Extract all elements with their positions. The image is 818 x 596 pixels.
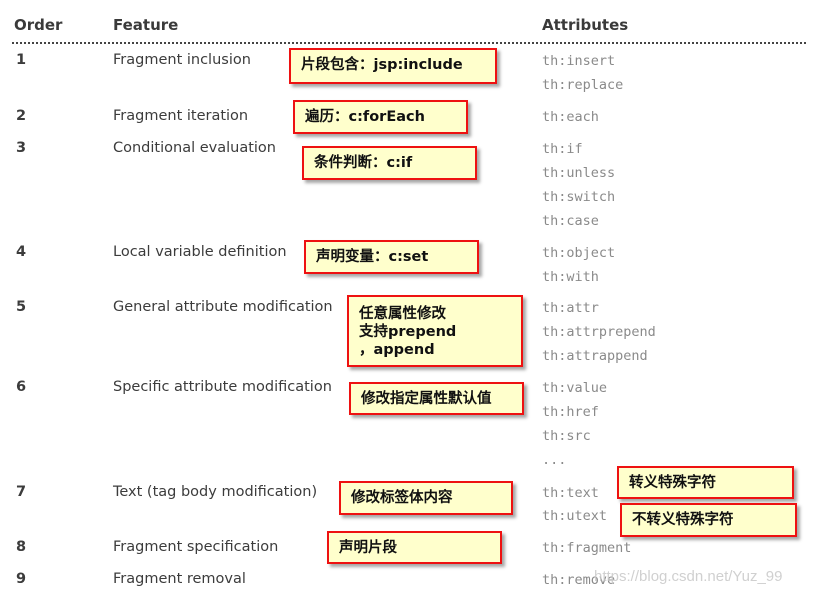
row-order: 8 xyxy=(16,539,27,555)
row-order: 1 xyxy=(16,52,27,68)
row-order: 2 xyxy=(16,108,27,124)
row-attribute: th:remove xyxy=(542,572,616,588)
row-attribute: th:replace xyxy=(542,77,624,93)
row-feature: Conditional evaluation xyxy=(113,140,276,156)
row-feature: Fragment iteration xyxy=(113,108,249,124)
row-order: 5 xyxy=(16,299,27,315)
annotation-line: ，append xyxy=(359,342,435,358)
row-attribute: th:unless xyxy=(542,165,616,181)
row-feature: Specific attribute modification xyxy=(113,379,332,395)
row-attribute: th:if xyxy=(542,141,583,157)
row-attribute: th:case xyxy=(542,213,599,229)
row-feature: Fragment specification xyxy=(113,539,279,555)
header-attributes: Attributes xyxy=(542,16,629,34)
row-attribute: th:attrappend xyxy=(542,348,648,364)
annotation-text-body: 修改标签体内容 xyxy=(339,481,513,515)
watermark: https://blog.csdn.net/Yuz_99 xyxy=(594,568,783,585)
row-feature: Local variable definition xyxy=(113,244,287,260)
annotation-line: 任意属性修改 xyxy=(359,306,446,322)
annotation-fragment-spec: 声明片段 xyxy=(327,531,502,564)
row-attribute: th:value xyxy=(542,380,608,396)
row-attribute: th:each xyxy=(542,109,599,125)
header-order: Order xyxy=(14,16,63,34)
row-attribute: th:href xyxy=(542,404,599,420)
row-attribute: ... xyxy=(542,452,567,468)
annotation-conditional: 条件判断：c:if xyxy=(302,146,477,180)
row-attribute: th:with xyxy=(542,269,599,285)
row-feature: Fragment inclusion xyxy=(113,52,251,68)
row-feature: Text (tag body modification) xyxy=(113,484,318,500)
row-order: 4 xyxy=(16,244,27,260)
header-divider xyxy=(12,42,806,44)
row-feature: Fragment removal xyxy=(113,571,246,587)
annotation-local-variable: 声明变量：c:set xyxy=(304,240,479,274)
row-attribute: th:attrprepend xyxy=(542,324,656,340)
annotation-unescape-chars: 不转义特殊字符 xyxy=(620,503,797,537)
row-attribute: th:switch xyxy=(542,189,616,205)
annotation-line: 支持prepend xyxy=(359,324,457,340)
row-attribute: th:insert xyxy=(542,53,616,69)
row-attribute: th:object xyxy=(542,245,616,261)
annotation-escape-chars: 转义特殊字符 xyxy=(617,466,794,499)
row-attribute: th:src xyxy=(542,428,591,444)
row-order: 3 xyxy=(16,140,27,156)
annotation-specific-attribute: 修改指定属性默认值 xyxy=(349,382,524,415)
row-order: 7 xyxy=(16,484,27,500)
row-attribute: th:utext xyxy=(542,508,608,524)
row-order: 6 xyxy=(16,379,27,395)
row-attribute: th:attr xyxy=(542,300,599,316)
annotation-general-attribute: 任意属性修改 支持prepend ，append xyxy=(347,295,523,367)
row-order: 9 xyxy=(16,571,27,587)
row-feature: General attribute modification xyxy=(113,299,333,315)
row-attribute: th:text xyxy=(542,485,599,501)
annotation-fragment-iteration: 遍历：c:forEach xyxy=(293,100,468,134)
annotation-fragment-inclusion: 片段包含：jsp:include xyxy=(289,48,497,84)
header-feature: Feature xyxy=(113,16,179,34)
row-attribute: th:fragment xyxy=(542,540,632,556)
